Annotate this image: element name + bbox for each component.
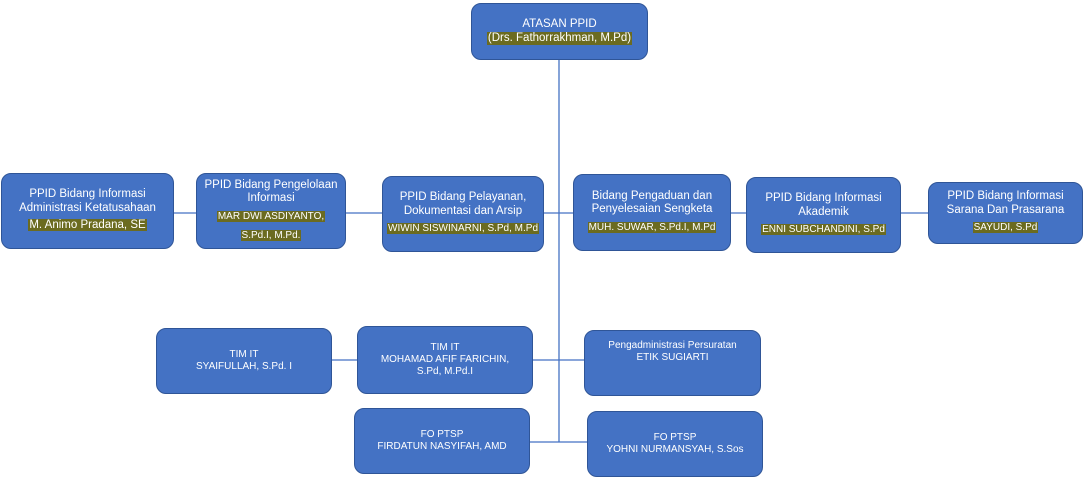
node-title: Bidang Pengaduan dan Penyelesaian Sengke… [591, 189, 713, 216]
node-atasan-ppid: ATASAN PPID (Drs. Fathorrakhman, M.Pd) [471, 3, 648, 60]
node-name: WIWIN SISWINARNI, S.Pd, M.Pd [387, 223, 540, 235]
node-title: ATASAN PPID [522, 17, 597, 30]
node-name: ENNI SUBCHANDINI, S.Pd [761, 224, 886, 236]
node-title: Pengadministrasi Persuratan [608, 340, 737, 351]
node-title: FO PTSP [420, 429, 464, 441]
node-division-administrasi: PPID Bidang Informasi Administrasi Ketat… [1, 173, 174, 249]
node-name: SYAIFULLAH, S.Pd. I [196, 361, 292, 372]
node-title: PPID Bidang Pelayanan, Dokumentasi dan A… [399, 191, 527, 217]
node-name: FIRDATUN NASYIFAH, AMD [377, 441, 507, 452]
node-name: SAYUDI, S.Pd [972, 222, 1039, 234]
node-division-pengaduan: Bidang Pengaduan dan Penyelesaian Sengke… [573, 174, 731, 251]
node-staff-tim-it-2: TIM IT MOHAMAD AFIF FARICHIN, S.Pd, M.Pd… [357, 326, 533, 394]
node-title: PPID Bidang Pengelolaan Informasi [204, 178, 338, 205]
node-staff-tim-it-1: TIM IT SYAIFULLAH, S.Pd. I [156, 328, 332, 394]
node-title: TIM IT [430, 342, 460, 354]
node-name: M. Animo Pradana, SE [28, 219, 147, 232]
node-division-sarana: PPID Bidang Informasi Sarana Dan Prasara… [928, 182, 1083, 244]
node-division-akademik: PPID Bidang Informasi Akademik ENNI SUBC… [746, 177, 901, 253]
node-title: PPID Bidang Informasi Sarana Dan Prasara… [946, 190, 1065, 216]
node-title: TIM IT [229, 349, 259, 361]
node-title: FO PTSP [653, 432, 697, 444]
node-name: MUH. SUWAR, S.Pd.I, M.Pd [587, 221, 717, 233]
node-division-pelayanan: PPID Bidang Pelayanan, Dokumentasi dan A… [382, 176, 544, 252]
node-name: (Drs. Fathorrakhman, M.Pd) [486, 31, 633, 46]
node-division-pengelolaan: PPID Bidang Pengelolaan Informasi MAR DW… [196, 173, 346, 249]
node-name: MOHAMAD AFIF FARICHIN, S.Pd, M.Pd.I [380, 354, 510, 377]
node-name: MAR DWI ASDIYANTO, S.Pd.I, M.Pd. [216, 210, 326, 241]
node-staff-persuratan: Pengadministrasi Persuratan ETIK SUGIART… [584, 330, 761, 396]
node-name: YOHNI NURMANSYAH, S.Sos [606, 444, 744, 455]
node-staff-fo-ptsp-2: FO PTSP YOHNI NURMANSYAH, S.Sos [587, 411, 763, 477]
node-title: PPID Bidang Informasi Administrasi Ketat… [19, 188, 156, 214]
node-name: ETIK SUGIARTI [636, 351, 709, 363]
node-title: PPID Bidang Informasi Akademik [765, 192, 882, 218]
node-staff-fo-ptsp-1: FO PTSP FIRDATUN NASYIFAH, AMD [354, 408, 530, 474]
